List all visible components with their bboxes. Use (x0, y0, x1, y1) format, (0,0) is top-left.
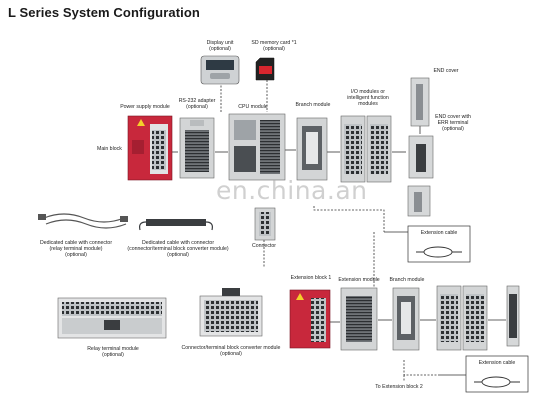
label-extension-cable-2: Extension cable (478, 360, 516, 366)
rs232-adapter (179, 117, 215, 179)
label-branch: Branch module (295, 102, 331, 108)
end-cover-err (408, 135, 434, 179)
label-power-supply: Power supply module (120, 104, 170, 110)
label-end-cover: END cover (433, 68, 459, 74)
label-main-block: Main block (97, 146, 122, 152)
label-extension-block-1: Extension block 1 (290, 275, 332, 281)
branch-module (296, 117, 328, 181)
extension-module (340, 287, 378, 351)
cpu-module (228, 113, 286, 181)
connector (254, 207, 276, 241)
dedicated-cable-converter (139, 219, 213, 231)
label-sd-card: SD memory card *1 (optional) (251, 40, 297, 52)
label-cable-relay: Dedicated cable with connector (relay te… (39, 240, 113, 258)
io-modules-2 (436, 285, 488, 351)
label-branch-2: Branch module (389, 277, 425, 283)
label-extension-cable-1: Extension cable (420, 230, 458, 236)
label-extension-module: Extension module (338, 277, 380, 283)
label-end-cover-err: END cover with ERR terminal (optional) (435, 114, 471, 132)
watermark: en.china.an (216, 176, 368, 205)
label-cable-converter: Dedicated cable with connector (connecto… (127, 240, 229, 258)
display-unit (200, 55, 240, 85)
branch-module-2 (392, 287, 420, 351)
label-cpu: CPU module (238, 104, 268, 110)
extension-cable-1 (407, 225, 471, 263)
dedicated-cable-relay (38, 213, 128, 229)
label-to-extension-block-2: To Extension block 2 (375, 384, 423, 390)
io-modules (340, 115, 392, 183)
end-cover-ext (506, 285, 520, 347)
extension-block-1 (289, 289, 331, 349)
label-display-unit: Display unit (optional) (206, 40, 234, 52)
label-io-modules: I/O modules or intelligent function modu… (347, 89, 389, 107)
label-relay-terminal: Relay terminal module (optional) (87, 346, 139, 358)
label-converter-module: Connector/terminal block converter modul… (181, 345, 281, 357)
sd-card (255, 57, 275, 81)
power-supply-module (127, 115, 173, 181)
label-rs232: RS-232 adapter (optional) (178, 98, 216, 110)
end-cover (410, 77, 430, 127)
connector-terminal-converter-module (199, 288, 263, 337)
end-cover-lower (407, 185, 431, 217)
relay-terminal-module (57, 297, 167, 339)
label-connector: Connector (252, 243, 276, 249)
extension-cable-2 (465, 355, 529, 393)
page-title: L Series System Configuration (8, 5, 200, 20)
